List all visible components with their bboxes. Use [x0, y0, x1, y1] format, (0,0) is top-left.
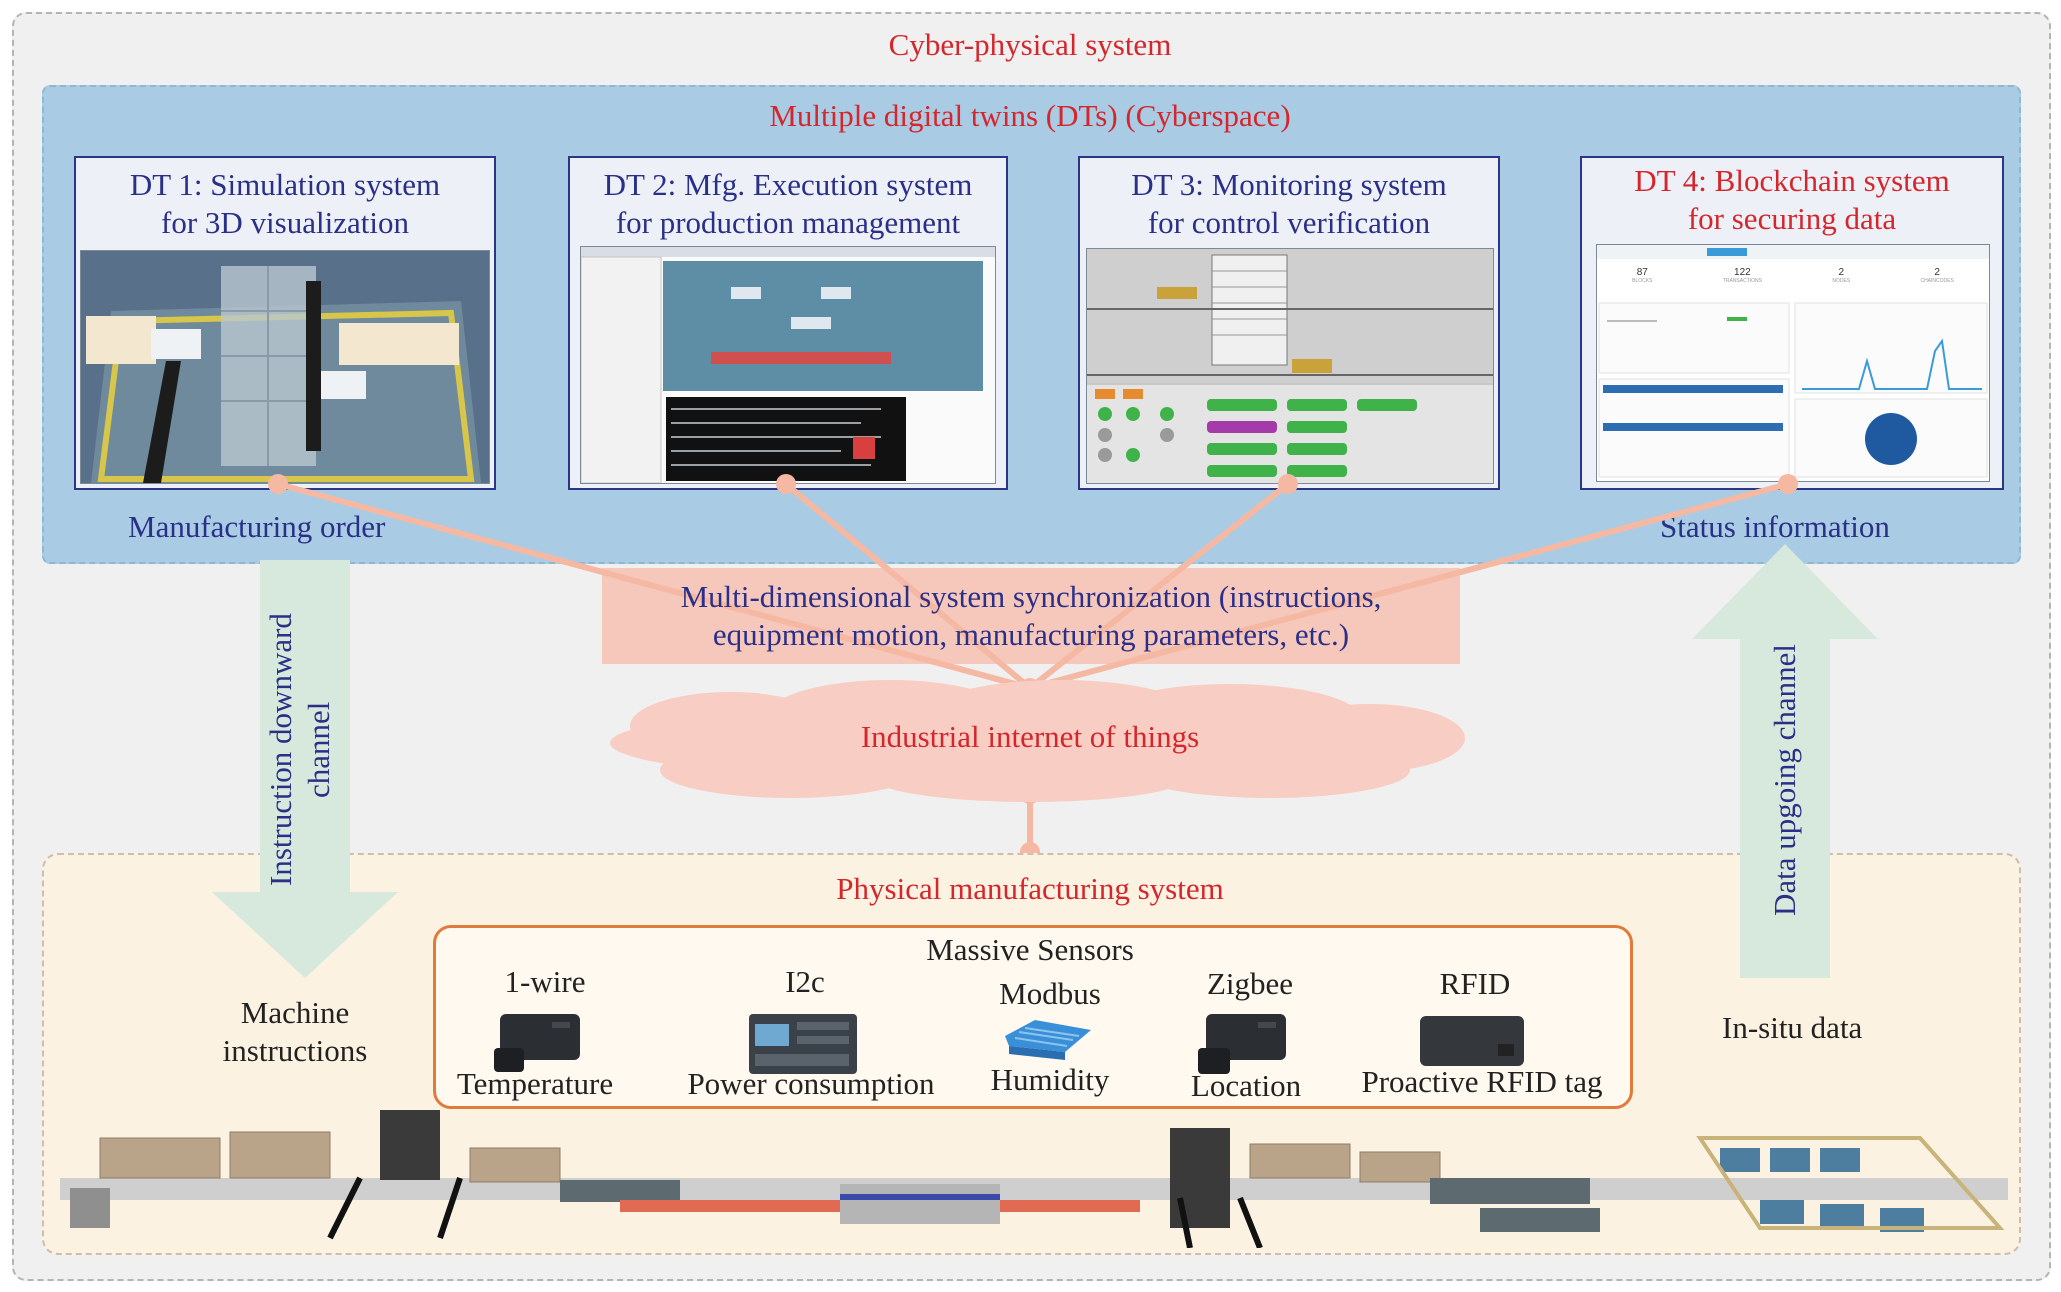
dt4-title-line2: for securing data — [1687, 201, 1897, 236]
dt4-box: DT 4: Blockchain system for securing dat… — [1580, 156, 2004, 490]
stat-chaincodes-value: 2 — [1934, 267, 1940, 278]
iiot-cloud — [610, 680, 1465, 802]
sync-text-line1: Multi-dimensional system synchronization… — [680, 579, 1382, 614]
humidity-sensor-icon — [1005, 1020, 1091, 1060]
stat-transactions-label: TRANSACTIONS — [1722, 278, 1762, 284]
data-upgoing-arrow — [1692, 544, 1878, 978]
physical-title: Physical manufacturing system — [836, 871, 1224, 906]
machine-instructions-label: Machine instructions — [190, 994, 400, 1070]
sensor-measure-location: Location — [1190, 1068, 1302, 1103]
massive-sensors-title: Massive Sensors — [926, 932, 1134, 967]
sensor-measure-power: Power consumption — [687, 1066, 935, 1101]
stat-blocks-value: 87 — [1636, 267, 1648, 278]
production-line-illustration — [60, 1110, 2008, 1248]
sensor-module-icon — [494, 1014, 580, 1072]
data-upgoing-label: Data upgoing channel — [1767, 643, 1802, 917]
sensor-measure-humidity: Humidity — [990, 1062, 1110, 1097]
dt2-title-line1: DT 2: Mfg. Execution system — [603, 167, 973, 202]
dt4-title: DT 4: Blockchain system for securing dat… — [1582, 162, 2002, 238]
sensor-measure-rfid: Proactive RFID tag — [1361, 1064, 1603, 1099]
stat-nodes-label: NODES — [1832, 278, 1851, 284]
dt2-title-line2: for production management — [615, 205, 961, 240]
dt1-title-line2: for 3D visualization — [161, 205, 409, 240]
dashboard-tab — [1707, 248, 1747, 256]
dt2-execution-system-screenshot — [580, 246, 996, 484]
stat-blocks-label: BLOCKS — [1632, 278, 1653, 284]
status-information-label: Status information — [1660, 509, 1890, 544]
in-situ-data-label: In-situ data — [1722, 1010, 1863, 1045]
instruction-downward-line1: Instruction downward — [263, 613, 298, 887]
stat-nodes: 2 NODES — [1832, 267, 1850, 297]
dt3-monitoring-screenshot — [1086, 248, 1494, 484]
sensor-measure-temperature: Temperature — [456, 1066, 614, 1101]
instruction-downward-arrow — [212, 560, 398, 978]
stat-chaincodes: 2 CHAINCODES — [1920, 267, 1953, 297]
dt1-title: DT 1: Simulation system for 3D visualiza… — [76, 166, 494, 242]
zigbee-module-icon — [1198, 1014, 1286, 1074]
machine-instructions-line2: instructions — [222, 1033, 368, 1068]
sync-text: Multi-dimensional system synchronization… — [602, 578, 1460, 654]
sync-text-line2: equipment motion, manufacturing paramete… — [712, 617, 1350, 652]
stat-transactions: 122 TRANSACTIONS — [1723, 267, 1762, 297]
cyber-physical-title: Cyber-physical system — [888, 27, 1172, 62]
instruction-downward-label: Instruction downward channel — [262, 590, 338, 910]
sensor-protocol-i2c: I2c — [785, 964, 825, 999]
sensor-protocol-modbus: Modbus — [999, 976, 1101, 1011]
instruction-downward-line2: channel — [301, 701, 336, 799]
sync-band — [602, 568, 1460, 664]
dt1-3d-visualization-image — [80, 250, 490, 484]
dt2-box: DT 2: Mfg. Execution system for producti… — [568, 156, 1008, 490]
dashboard-nav — [1597, 245, 1989, 259]
dt3-title-line1: DT 3: Monitoring system — [1131, 167, 1447, 202]
dt3-box: DT 3: Monitoring system for control veri… — [1078, 156, 1500, 490]
sensor-protocol-rfid: RFID — [1439, 966, 1511, 1001]
dt3-title: DT 3: Monitoring system for control veri… — [1080, 166, 1498, 242]
sensor-protocol-1wire: 1-wire — [504, 964, 586, 999]
stat-transactions-value: 122 — [1734, 267, 1751, 278]
dt3-title-line2: for control verification — [1147, 205, 1431, 240]
machine-instructions-line1: Machine — [240, 995, 350, 1030]
dt1-title-line1: DT 1: Simulation system — [129, 167, 441, 202]
dashboard-stats: 87 BLOCKS 122 TRANSACTIONS 2 NODES 2 CHA… — [1597, 267, 1989, 297]
dt1-box: DT 1: Simulation system for 3D visualiza… — [74, 156, 496, 490]
manufacturing-order-label: Manufacturing order — [128, 509, 386, 544]
dt4-blockchain-dashboard: 87 BLOCKS 122 TRANSACTIONS 2 NODES 2 CHA… — [1596, 244, 1990, 482]
cyberspace-title: Multiple digital twins (DTs) (Cyberspace… — [769, 98, 1291, 133]
rfid-tag-icon — [1420, 1016, 1524, 1066]
dashboard-panels — [1598, 302, 1988, 478]
dt4-title-line1: DT 4: Blockchain system — [1634, 163, 1950, 198]
sensor-protocol-zigbee: Zigbee — [1206, 966, 1294, 1001]
dt2-title: DT 2: Mfg. Execution system for producti… — [570, 166, 1006, 242]
stat-nodes-value: 2 — [1838, 267, 1844, 278]
iiot-label: Industrial internet of things — [860, 719, 1200, 754]
stat-chaincodes-label: CHAINCODES — [1920, 278, 1954, 284]
stat-blocks: 87 BLOCKS — [1632, 267, 1652, 297]
power-meter-icon — [749, 1014, 857, 1074]
